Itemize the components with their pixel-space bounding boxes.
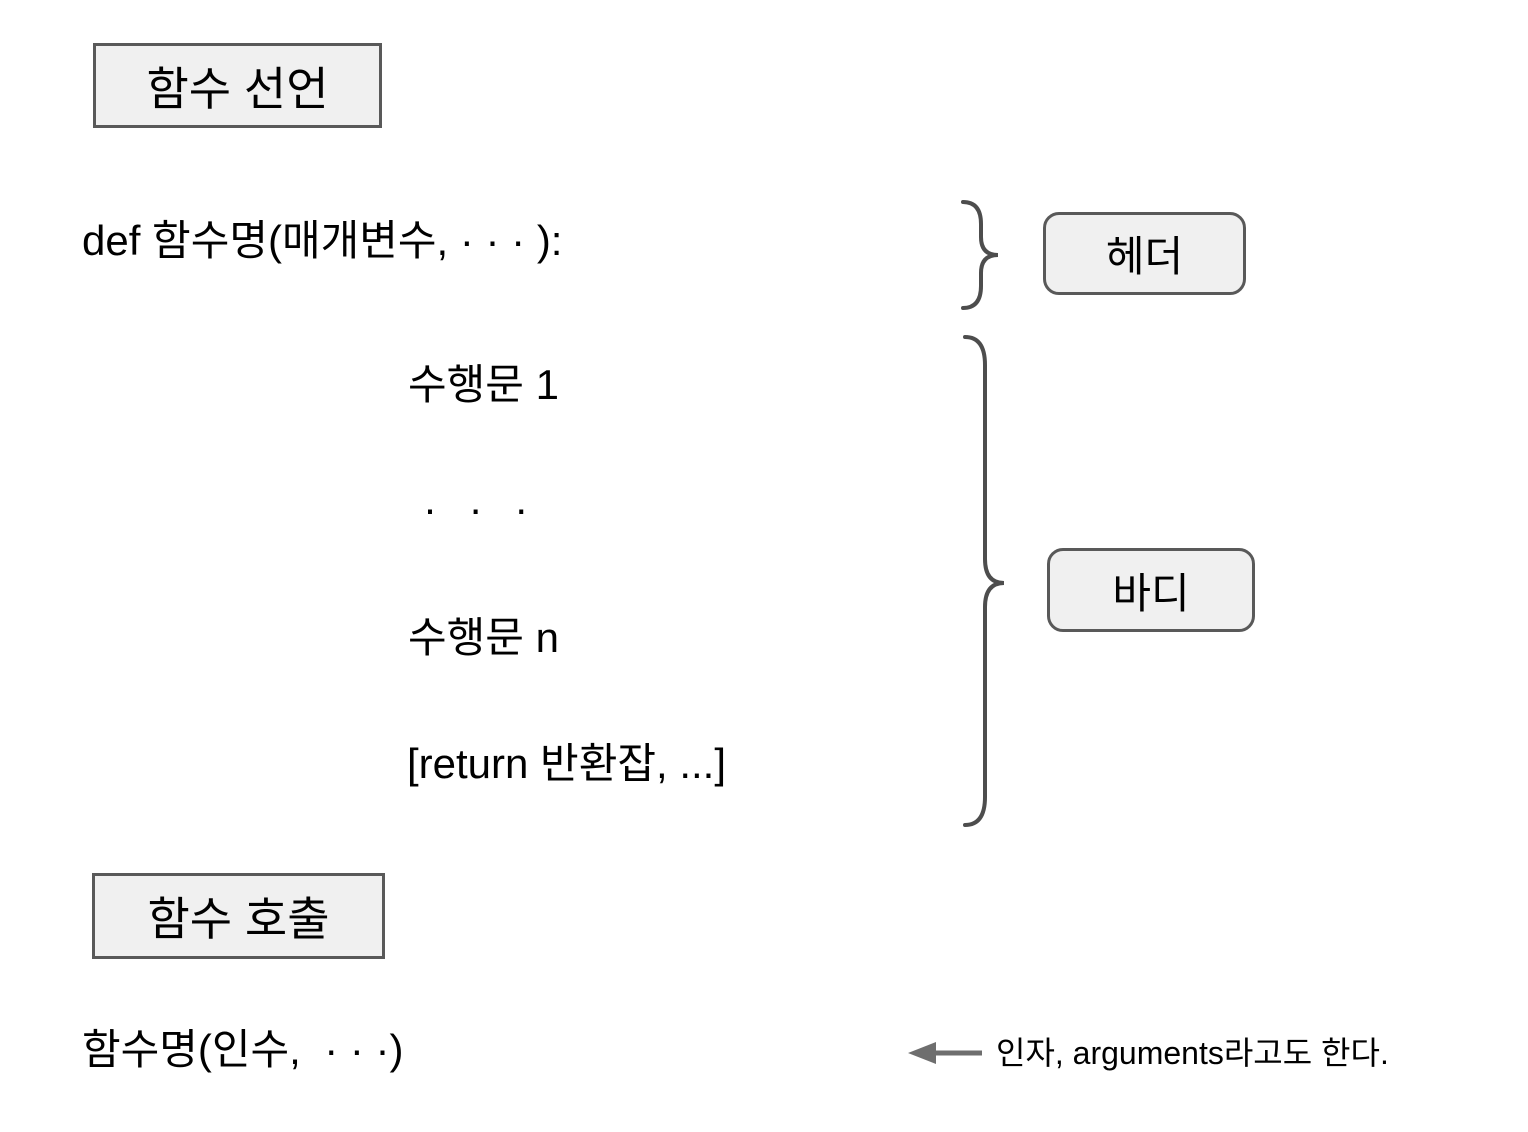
body-statement-return: [return 반환잡, ...] [407, 740, 726, 787]
body-tag-label: 바디 [1112, 569, 1190, 617]
argument-note-row: 인자, arguments라고도 한다. [906, 1031, 1389, 1075]
header-tag-box: 헤더 [1043, 212, 1246, 295]
function-header-line: def 함수명(매개변수, · · · ): [82, 217, 563, 264]
function-call-line: 함수명(인수, · · ·) [82, 1026, 404, 1073]
body-statement-n: 수행문 n [408, 614, 559, 661]
header-tag-label: 헤더 [1105, 233, 1184, 280]
body-brace [963, 335, 1005, 827]
body-tag-box: 바디 [1047, 548, 1255, 632]
body-statement-ellipsis: · · · [423, 485, 539, 532]
function-call-label-box: 함수 호출 [92, 873, 385, 959]
function-declaration-label-box: 함수 선언 [93, 43, 382, 128]
body-statement-1: 수행문 1 [408, 361, 559, 408]
header-brace [961, 200, 999, 310]
argument-note-text: 인자, arguments라고도 한다. [996, 1035, 1389, 1071]
function-declaration-label: 함수 선언 [146, 62, 329, 115]
function-call-label: 함수 호출 [147, 893, 330, 945]
left-arrow-icon [908, 1042, 982, 1064]
